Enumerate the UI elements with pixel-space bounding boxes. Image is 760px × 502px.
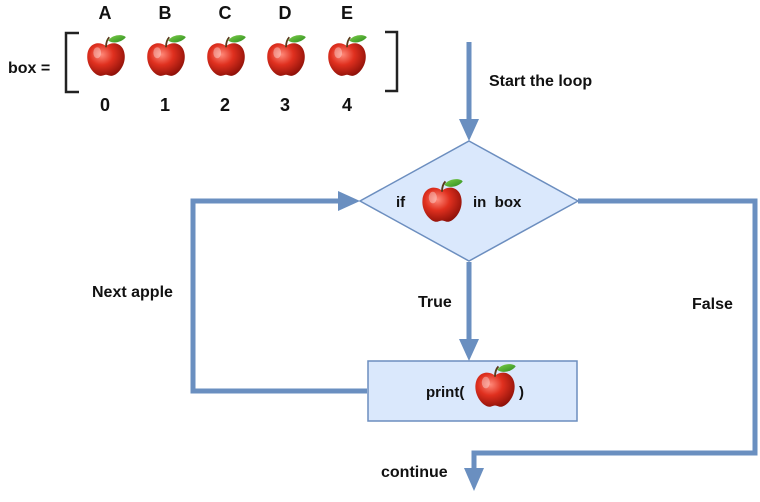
apple-icon bbox=[327, 34, 368, 77]
condition-in-box-text: in box bbox=[473, 194, 522, 211]
condition-if-text: if bbox=[396, 194, 406, 211]
array-left-bracket bbox=[64, 31, 79, 94]
array-item-letter: B bbox=[159, 3, 172, 23]
continue-arrowhead bbox=[464, 468, 484, 491]
false-arrow-line bbox=[471, 198, 758, 472]
array-item-index: 2 bbox=[220, 95, 230, 115]
array-name-label: box = bbox=[8, 60, 50, 77]
apple-icon bbox=[146, 34, 187, 77]
continue-label: continue bbox=[381, 464, 448, 481]
array-item-index: 0 bbox=[100, 95, 110, 115]
apple-icon bbox=[86, 34, 127, 77]
next-apple-loop-line bbox=[190, 198, 367, 394]
array-item-letter: C bbox=[219, 3, 232, 23]
connectors bbox=[190, 42, 758, 472]
array-item-letter: D bbox=[279, 3, 292, 23]
start-loop-label: Start the loop bbox=[489, 73, 592, 90]
array-item-letter: E bbox=[341, 3, 353, 23]
array-item-index: 4 bbox=[342, 95, 352, 115]
start-arrowhead bbox=[459, 119, 479, 141]
array-right-bracket bbox=[385, 30, 399, 93]
array-item-4: E 4 bbox=[327, 3, 368, 115]
array-item-2: C 2 bbox=[206, 3, 247, 115]
array-item-0: A 0 bbox=[86, 3, 127, 115]
print-open-text: print( bbox=[426, 384, 464, 401]
arrowheads bbox=[338, 119, 484, 491]
false-label: False bbox=[692, 296, 733, 313]
next-apple-label: Next apple bbox=[92, 284, 173, 301]
array-item-index: 3 bbox=[280, 95, 290, 115]
array-item-letter: A bbox=[99, 3, 112, 23]
apple-icon bbox=[206, 34, 247, 77]
array-item-1: B 1 bbox=[146, 3, 187, 115]
loop-arrowhead bbox=[338, 191, 360, 211]
print-close-text: ) bbox=[519, 384, 524, 401]
condition-diamond bbox=[358, 140, 580, 262]
array-item-index: 1 bbox=[160, 95, 170, 115]
array-item-3: D 3 bbox=[266, 3, 307, 115]
print-process-box bbox=[367, 360, 578, 422]
apple-icon bbox=[266, 34, 307, 77]
true-label: True bbox=[418, 294, 452, 311]
true-arrowhead bbox=[459, 339, 479, 361]
